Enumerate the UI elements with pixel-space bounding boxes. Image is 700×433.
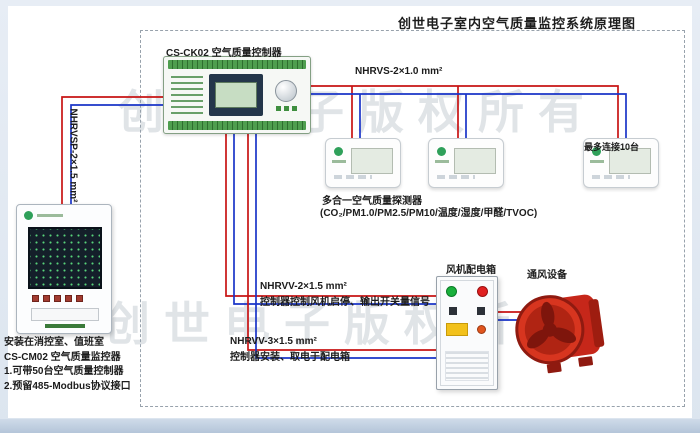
switch-button [449, 307, 457, 315]
ventilation-louvers [445, 351, 489, 381]
riser-cable-label: NHRVSP-2×1.5 mm² [67, 108, 79, 203]
power-cable-label: NHRVV-3×1.5 mm² [230, 336, 317, 347]
run-indicator-green [446, 286, 457, 297]
detector-screen [351, 148, 393, 174]
brand-text-bar [590, 160, 604, 163]
page-title: 创世电子室内空气质量监控系统原理图 [398, 16, 637, 31]
ventilation-fan [512, 282, 612, 378]
brand-logo-icon [592, 147, 601, 156]
monitor-button [54, 295, 61, 302]
controller-nav-button [275, 79, 297, 102]
controller-printed-labels [171, 76, 203, 114]
air-quality-detector-1 [325, 138, 401, 188]
power-wire-red [247, 134, 436, 351]
fan-distribution-box [436, 276, 498, 390]
detector-buttons [334, 175, 372, 179]
monitor-button-row [32, 295, 83, 302]
stop-indicator-red [477, 286, 488, 297]
riser-wire-blue [70, 104, 163, 206]
brand-logo-icon [24, 211, 33, 220]
monitor-note-line: CS-CM02 空气质量监控器 [4, 351, 121, 363]
detector-buttons [437, 175, 475, 179]
monitor-note-line: 1.可带50台空气质量控制器 [4, 366, 124, 377]
air-quality-detector-2 [428, 138, 504, 188]
fan-control-wire-red [225, 134, 436, 297]
controller-label: CS-CK02 空气质量控制器 [166, 48, 282, 59]
fan-foot [546, 362, 562, 374]
fan-illustration [515, 294, 605, 374]
fan-foot [578, 356, 594, 367]
power-cable-note: 控制器安装、取电于配电箱 [230, 352, 350, 363]
detector-buttons [592, 175, 630, 179]
monitor-button [65, 295, 72, 302]
fan-box-door [440, 280, 494, 386]
controller-terminal-strip-bottom [168, 121, 306, 130]
max-connect-note: 最多连接10台 [584, 142, 640, 152]
diagram-dashed-border [140, 30, 685, 407]
monitor-label-slot [31, 308, 99, 321]
fan-hub [542, 322, 557, 337]
monitor-screen [28, 227, 102, 289]
sensor-bus-wire-blue [311, 93, 627, 140]
controller-front-panel [171, 73, 303, 117]
monitor-note-line: 2.预留485-Modbus协议接口 [4, 380, 131, 392]
monitor-notes: 安装在消控室、值班室 CS-CM02 空气质量监控器 1.可带50台空气质量控制… [4, 336, 131, 394]
warning-sticker [446, 323, 468, 336]
sensor-bus-cable-label: NHRVS-2×1.0 mm² [355, 66, 443, 77]
controller-display-panel [209, 74, 263, 116]
air-quality-detector-3 [583, 138, 659, 188]
controller-key [283, 105, 289, 111]
fan-blades [527, 301, 577, 349]
monitor-printed-label [45, 324, 85, 328]
brand-text-bar [37, 214, 63, 217]
detector-screen [454, 148, 496, 174]
detector-screen [609, 148, 651, 174]
power-wire-blue [255, 134, 436, 359]
detector-name-caption: 多合一空气质量探测器 [322, 196, 422, 207]
riser-wire-red [61, 96, 163, 206]
brand-text-bar [332, 160, 346, 163]
controller-keypad [269, 79, 303, 111]
monitor-button [32, 295, 39, 302]
fan-box-label: 风机配电箱 [446, 265, 496, 276]
bottom-margin-strip [0, 419, 700, 433]
rotary-knob [477, 325, 486, 334]
controller-key [275, 105, 281, 111]
controller-key [291, 105, 297, 111]
monitor-device [16, 204, 112, 334]
fan-control-wire-blue [233, 134, 436, 305]
controller-key-row [275, 105, 297, 111]
fan-label: 通风设备 [527, 270, 567, 281]
brand-logo-icon [437, 147, 446, 156]
controller-lcd-screen [215, 82, 257, 108]
controller-terminal-strip-top [168, 60, 306, 69]
switch-button [477, 307, 485, 315]
detector-params-caption: (CO₂/PM1.0/PM2.5/PM10/温度/湿度/甲醛/TVOC) [320, 208, 538, 219]
fan-rear-ring [588, 299, 605, 348]
brand-logo-icon [334, 147, 343, 156]
monitor-note-line: 安装在消控室、值班室 [4, 337, 104, 348]
fan-control-cable-label: NHRVV-2×1.5 mm² [260, 281, 347, 292]
sensor-bus-wire-red [311, 85, 619, 140]
fan-control-cable-note: 控制器控制风机启停、输出开关量信号 [260, 297, 430, 308]
monitor-button [76, 295, 83, 302]
controller-device [163, 56, 311, 134]
brand-text-bar [435, 160, 449, 163]
monitor-button [43, 295, 50, 302]
